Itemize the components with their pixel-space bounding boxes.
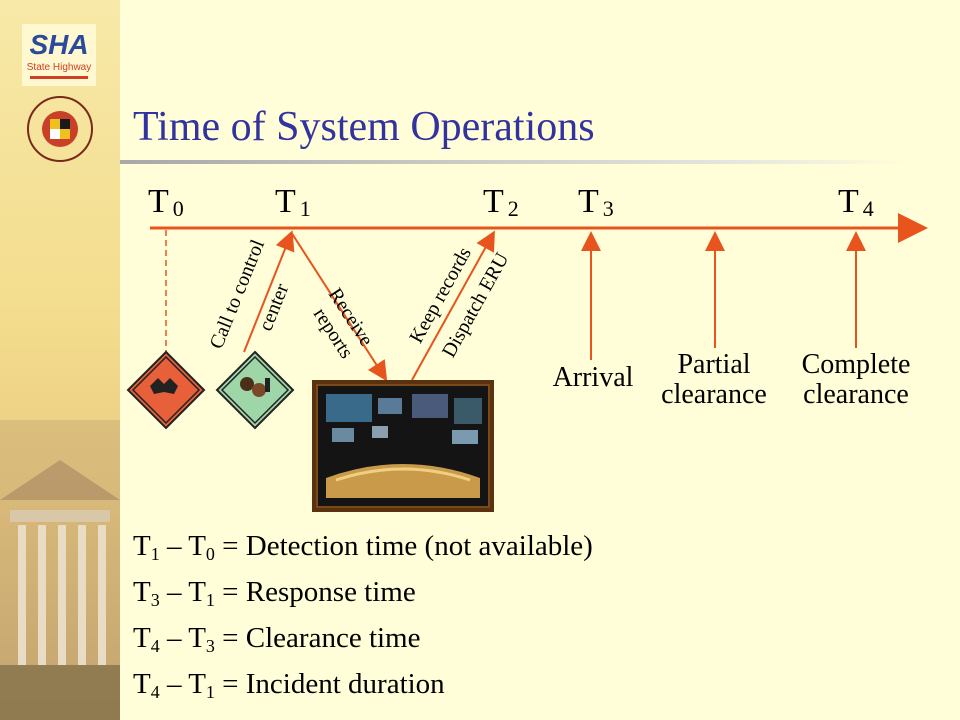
keep-records-arrow: [411, 230, 495, 381]
receive-arrow: [290, 231, 388, 382]
formula-detection-time: T1 – T0 = Detection time (not available): [133, 530, 593, 564]
formula-response-time: T3 – T1 = Response time: [133, 576, 416, 610]
university-seal-logo: [20, 94, 100, 164]
incident-sign-icon: [126, 350, 206, 430]
call-arrow: [243, 230, 295, 353]
control-room-photo: [312, 380, 494, 512]
title-divider: [120, 160, 910, 164]
call-sign-icon: [215, 350, 295, 430]
formula-incident-duration: T4 – T1 = Incident duration: [133, 668, 445, 702]
sha-logo: SHA State Highway: [22, 24, 96, 86]
partial-clearance-label: Partial clearance: [661, 349, 767, 410]
arrival-label: Arrival: [552, 362, 634, 393]
formula-clearance-time: T4 – T3 = Clearance time: [133, 622, 421, 656]
sha-logo-subtext: State Highway: [27, 62, 91, 73]
complete-clearance-label: Complete clearance: [801, 349, 911, 410]
page-title: Time of System Operations: [133, 104, 595, 150]
sha-logo-text: SHA: [29, 29, 88, 60]
formula-list: T1 – T0 = Detection time (not available)…: [133, 527, 593, 711]
campus-building-image: [0, 420, 120, 720]
